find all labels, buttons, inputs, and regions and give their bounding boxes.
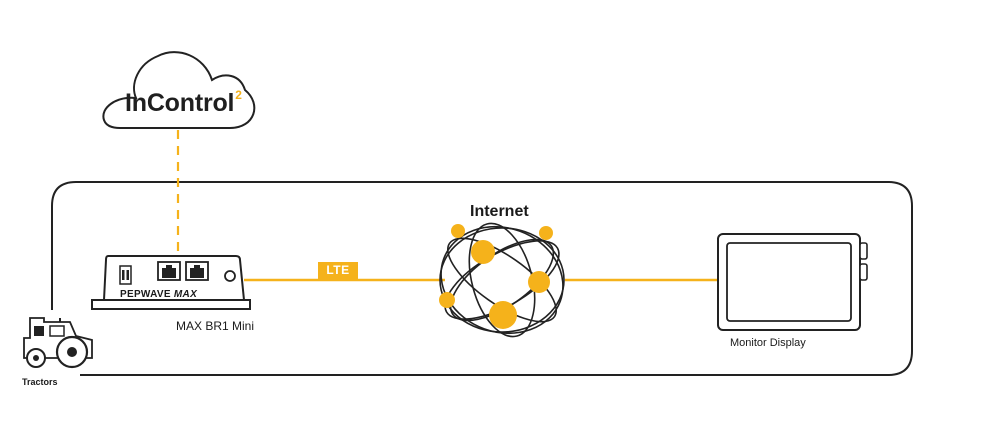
internet-globe-icon xyxy=(439,222,565,338)
cloud-brand-text: InControl xyxy=(125,89,235,117)
internet-label: Internet xyxy=(470,203,529,220)
router-icon xyxy=(91,255,251,310)
node-top-left xyxy=(451,224,465,238)
internet-nodes xyxy=(439,224,553,329)
site-boundary xyxy=(51,181,913,376)
tractor-label: Tractors xyxy=(22,377,58,387)
node-top-right xyxy=(539,226,553,240)
tractor-icon xyxy=(23,317,93,369)
cloud-brand-label: InControl2 xyxy=(125,88,242,118)
cloud-brand-superscript: 2 xyxy=(235,88,242,102)
node-right xyxy=(528,271,550,293)
lte-badge: LTE xyxy=(318,262,358,279)
router-brand-model: MAX xyxy=(173,289,198,300)
router-brand-label: PEPWAVE MAX xyxy=(120,289,197,300)
node-upper-mid xyxy=(471,240,495,264)
node-bottom xyxy=(489,301,517,329)
node-left xyxy=(439,292,455,308)
router-label: MAX BR1 Mini xyxy=(176,319,255,333)
cloud-icon xyxy=(102,51,256,129)
monitor-label: Monitor Display xyxy=(730,337,806,349)
router-brand-text: PEPWAVE xyxy=(120,289,171,300)
monitor-icon xyxy=(717,233,868,331)
